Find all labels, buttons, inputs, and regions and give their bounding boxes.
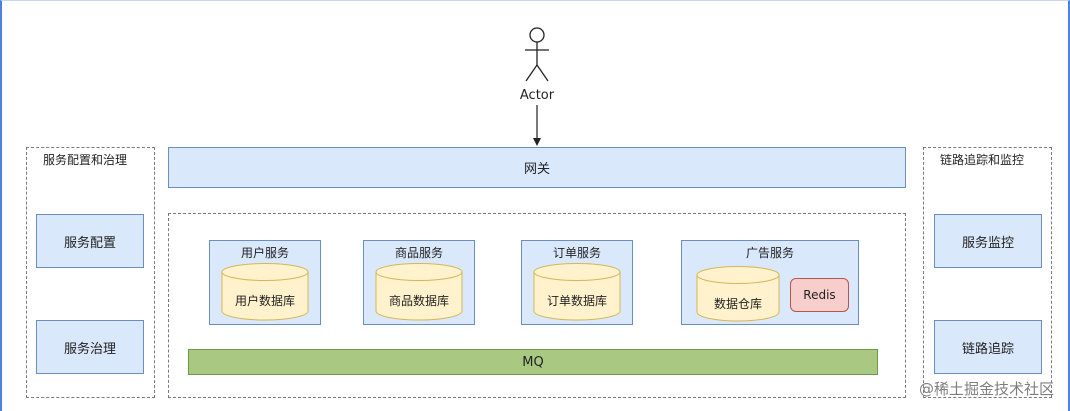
user-database: 用户数据库: [221, 263, 309, 321]
database-icon: [696, 266, 780, 322]
data-warehouse: 数据仓库: [696, 266, 780, 322]
ad-service-box: 广告服务 数据仓库 Redis: [681, 240, 859, 325]
user-service-box: 用户服务 用户数据库: [209, 240, 321, 325]
order-database-label: 订单数据库: [546, 293, 607, 308]
database-icon: [375, 263, 463, 321]
ad-service-label: 广告服务: [745, 245, 794, 260]
left-panel-config-governance: 服务配置和治理 服务配置 服务治理: [26, 147, 155, 398]
actor-icon: [525, 27, 549, 82]
order-service-box: 订单服务 订单数据库: [521, 240, 633, 325]
arrow-actor-to-gateway: [533, 105, 541, 146]
data-warehouse-label: 数据仓库: [713, 296, 762, 311]
service-governance-box: 服务治理: [36, 320, 144, 374]
order-database: 订单数据库: [533, 263, 621, 321]
watermark: @稀土掘金技术社区: [918, 380, 1054, 398]
order-service-label: 订单服务: [552, 245, 601, 260]
database-icon: [221, 263, 309, 321]
user-service-label: 用户服务: [240, 245, 289, 260]
product-database: 商品数据库: [375, 263, 463, 321]
services-container: [168, 213, 906, 398]
gateway-box: 网关: [168, 147, 906, 188]
service-config-box: 服务配置: [36, 214, 144, 268]
redis-box: Redis: [790, 278, 849, 312]
user-database-label: 用户数据库: [234, 293, 295, 308]
mq-bar: MQ: [188, 349, 878, 375]
left-panel-title: 服务配置和治理: [43, 153, 128, 167]
service-monitoring-box: 服务监控: [934, 214, 1042, 268]
link-tracing-box: 链路追踪: [934, 320, 1042, 374]
right-panel-title: 链路追踪和监控: [940, 153, 1025, 167]
database-icon: [533, 263, 621, 321]
right-panel-tracing-monitoring: 链路追踪和监控 服务监控 链路追踪: [923, 147, 1052, 398]
product-service-box: 商品服务 商品数据库: [363, 240, 475, 325]
product-database-label: 商品数据库: [388, 293, 449, 308]
actor-label: Actor: [519, 87, 555, 103]
product-service-label: 商品服务: [394, 245, 443, 260]
